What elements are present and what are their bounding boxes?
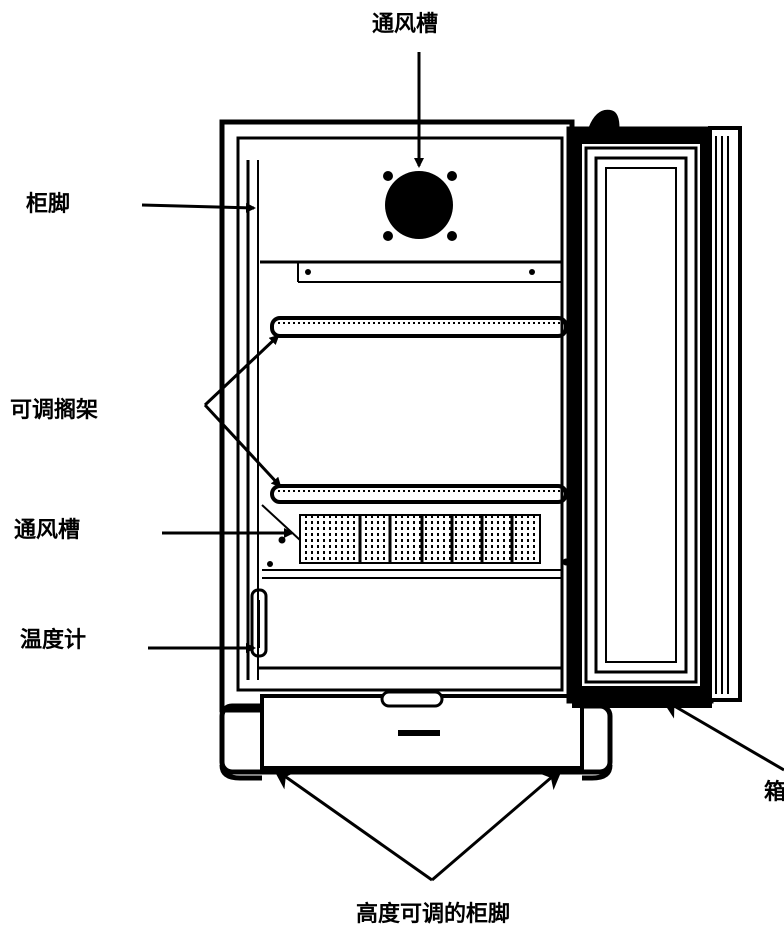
label-feet: 高度可调的柜脚 [356,902,511,927]
vent-grille [261,504,570,566]
fan-icon [383,171,457,241]
label-door: 箱 [764,780,784,805]
arrow-door [660,697,784,772]
arrow-shelf-lower [203,403,282,488]
label-mid-vent: 通风槽 [14,518,81,543]
label-arrows [141,52,784,882]
label-thermometer: 温度计 [20,628,87,653]
arrow-frame [141,202,256,213]
upper-shelf [270,316,568,338]
door [566,109,742,708]
cabinet-base [219,690,613,781]
arrow-foot-right [431,767,564,882]
thermometer-icon [250,588,268,658]
top-panel [260,260,562,283]
arrow-foot-left [272,767,433,882]
lower-shelf [270,484,568,504]
lower-panel [262,561,562,579]
label-top-vent: 通风槽 [372,12,439,37]
arrow-shelf-upper [203,334,280,407]
label-shelves: 可调搁架 [10,398,99,423]
label-frame: 柜脚 [26,192,71,217]
